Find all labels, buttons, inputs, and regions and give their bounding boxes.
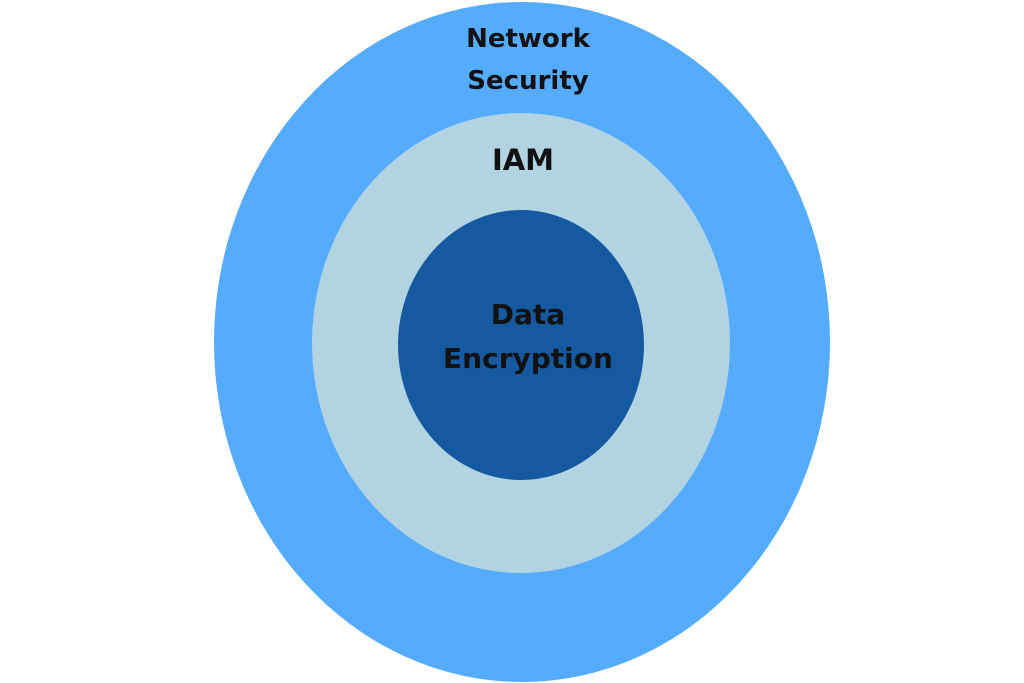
data-encryption-label-line-1: Data — [490, 298, 566, 331]
data-encryption-label: Data Encryption — [0, 293, 1024, 381]
iam-label: IAM — [0, 140, 1024, 180]
iam-label-line-1: IAM — [491, 143, 555, 177]
data-encryption-layer — [398, 210, 644, 480]
network-security-label: Network Security — [0, 18, 1024, 102]
data-encryption-label-line-2: Encryption — [443, 342, 613, 375]
network-security-label-line-2: Security — [467, 66, 589, 96]
network-security-label-line-1: Network — [466, 24, 590, 54]
